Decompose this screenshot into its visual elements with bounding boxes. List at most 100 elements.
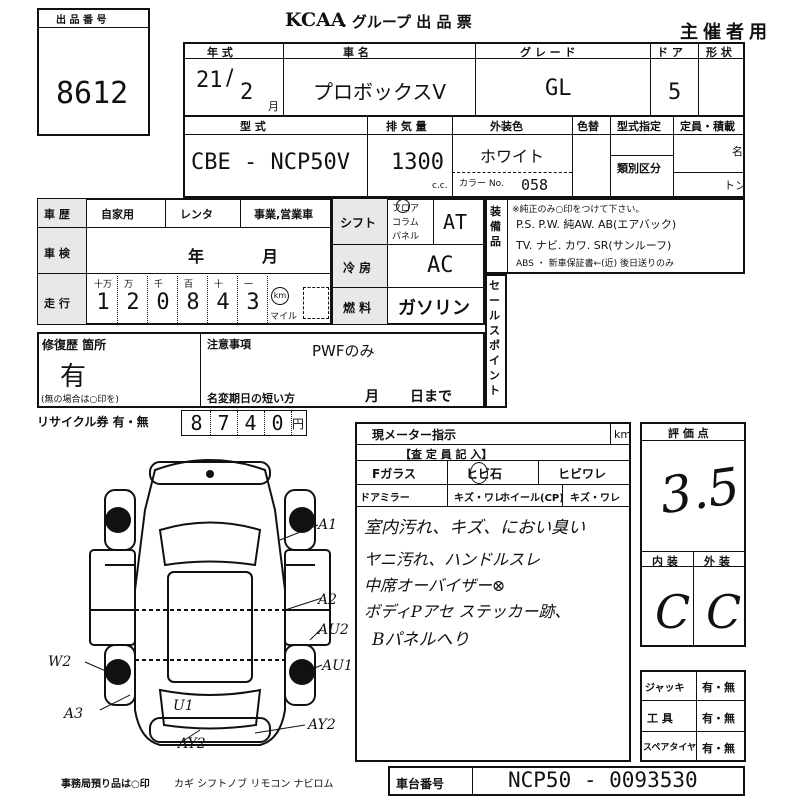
- form-title: . グループ 出 品 票: [341, 13, 472, 31]
- handwritten-note-5: Bパネルへり: [372, 630, 470, 650]
- handwritten-note-2: ヤニ汚れ、ハンドルスレ: [364, 550, 541, 569]
- history-option-private[interactable]: 自家用: [101, 208, 134, 221]
- crack-label: ヒビワレ: [558, 467, 607, 481]
- front-bumper: [149, 461, 271, 485]
- meter-label: 現メーター指示: [372, 428, 457, 442]
- fuel-value: ガソリン: [398, 298, 470, 319]
- chassis-box: [388, 766, 745, 796]
- mileage-place-label: 百: [184, 280, 194, 290]
- tools-value[interactable]: 有・無: [702, 712, 735, 725]
- capacity-label: 定員・積載: [680, 120, 735, 133]
- inspection-year: 年: [188, 247, 205, 266]
- mileage-digit: 3: [246, 290, 260, 315]
- deadline-month: 月: [365, 389, 379, 405]
- kcaa-logo: KCAA: [285, 9, 346, 31]
- history-option-business[interactable]: 事業,営業車: [254, 208, 314, 221]
- repair-note: (無の場合は○印を): [41, 395, 119, 405]
- wheel-label: ホイール(CP): [500, 493, 564, 504]
- notes-value: PWFのみ: [312, 342, 375, 360]
- mileage-place-label: 万: [124, 280, 134, 290]
- jack-label: ジャッキ: [645, 683, 685, 694]
- right-front-wheel-icon: [289, 507, 315, 533]
- color-code-label: カラー No.: [459, 179, 504, 189]
- damage-mark: AY2: [308, 717, 336, 733]
- mileage-digit-cell: [88, 276, 118, 323]
- damage-mark: AY2: [178, 736, 206, 752]
- score-label: 評 価 点: [668, 427, 709, 440]
- year-label: 年 式: [207, 46, 233, 59]
- shift-option-column[interactable]: コラム: [392, 218, 419, 228]
- recycle-digit: 0: [264, 411, 292, 435]
- mileage-label: 走 行: [44, 297, 70, 310]
- score-value: 3.5: [656, 456, 744, 526]
- sales-point-box: [485, 274, 507, 408]
- mirror-label: ドアミラー: [360, 493, 410, 504]
- spare-value[interactable]: 有・無: [702, 742, 735, 755]
- history-label: 車 歴: [44, 208, 70, 221]
- jack-value[interactable]: 有・無: [702, 681, 735, 694]
- deadline-day: 日まで: [410, 389, 452, 405]
- inspection-panel: [355, 422, 631, 762]
- history-option-rental[interactable]: レンタ: [180, 208, 213, 221]
- grade-label: グ レ ー ド: [520, 46, 576, 59]
- car-body-outline: [134, 459, 286, 746]
- car-name-label: 車 名: [343, 46, 369, 59]
- repair-notes-table: [37, 332, 485, 408]
- aircon-label: 冷 房: [343, 261, 372, 275]
- color-code-value: 058: [521, 176, 549, 194]
- shift-floor-circle: [396, 199, 410, 213]
- mileage-place-label: 千: [154, 280, 164, 290]
- damage-mark: AU1: [322, 658, 353, 674]
- interior-value: C: [655, 585, 691, 639]
- exterior-value: C: [706, 585, 742, 639]
- fuel-label: 燃 料: [343, 301, 372, 315]
- accessories-panel: [640, 670, 746, 762]
- office-note: 事務局預り品は○印: [61, 779, 150, 790]
- chassis-value: NCP50 - 0093530: [508, 768, 698, 792]
- left-door-panel: [89, 549, 136, 646]
- shift-option-panel[interactable]: パネル: [392, 232, 420, 242]
- month-unit: 月: [268, 100, 279, 113]
- rear-window: [158, 688, 262, 730]
- vehicle-info-table: [183, 42, 745, 198]
- repaint-label: 色替: [577, 120, 599, 133]
- mileage-place-label: 一: [244, 280, 254, 290]
- mileage-digit-cell: [208, 276, 238, 323]
- mileage-extra-box: [303, 287, 329, 319]
- model-label: 型 式: [240, 120, 266, 133]
- recycle-digit: 7: [210, 411, 238, 435]
- equipment-note: ※純正のみ○印をつけて下さい。: [512, 205, 645, 215]
- grade-value: GL: [545, 76, 572, 101]
- interior-label: 内 装: [652, 555, 678, 568]
- lot-number-value: 8612: [56, 76, 129, 111]
- car-diagram: [84, 459, 331, 746]
- recycle-label: リサイクル券 有・無: [37, 415, 149, 429]
- scratch-label: キズ・ワレ: [454, 493, 504, 504]
- deadline-label: 名変期日の短い方: [207, 392, 295, 405]
- assessor-label: 【査 定 員 記 入】: [400, 448, 493, 461]
- mileage-digit-cell: [238, 276, 268, 323]
- shape-label: 形 状: [706, 46, 732, 59]
- mileage-digit: 8: [186, 290, 200, 315]
- spare-label: スペアタイヤ: [643, 743, 697, 753]
- mileage-digit-cell: [118, 276, 148, 323]
- damage-mark: A2: [318, 592, 338, 608]
- lot-number-label: 出 品 番 号: [56, 15, 107, 26]
- handwritten-note-1: 室内汚れ、キズ、におい臭い: [364, 518, 586, 538]
- damage-mark: U1: [173, 698, 194, 714]
- shift-value: AT: [443, 210, 468, 234]
- aircon-value: AC: [427, 253, 454, 278]
- roof: [167, 571, 253, 683]
- exterior-label: 外 装: [704, 555, 730, 568]
- door-value: 5: [668, 80, 682, 105]
- damage-mark: A3: [64, 706, 84, 722]
- damage-mark: W2: [48, 654, 72, 670]
- glass-label: Fガラス: [372, 467, 416, 481]
- model-value: CBE - NCP50V: [191, 150, 350, 175]
- km-circle-icon: km: [271, 287, 289, 305]
- color-label: 外装色: [490, 120, 523, 133]
- mileage-digit-cell: [148, 276, 178, 323]
- damage-mark: AU2: [318, 622, 349, 638]
- mileage-digit-cell: [178, 276, 208, 323]
- rear-bumper: [149, 717, 271, 743]
